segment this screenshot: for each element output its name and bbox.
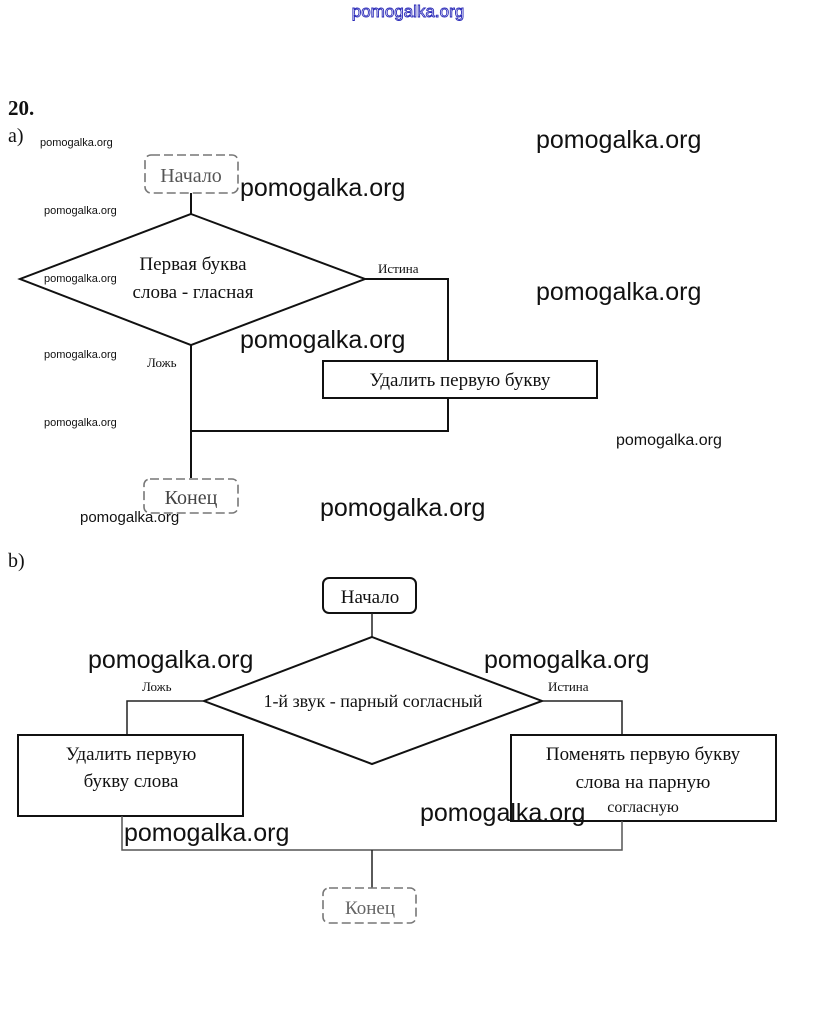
a-merge-connector	[191, 398, 449, 432]
watermark: pomogalka.org	[44, 205, 117, 217]
watermark: pomogalka.org	[420, 799, 585, 827]
header-watermark: pomogalka.org	[352, 2, 464, 21]
watermark: pomogalka.org	[80, 509, 179, 526]
b-false-connector	[126, 700, 204, 735]
watermark: pomogalka.org	[320, 494, 485, 522]
a-end-terminator	[143, 478, 239, 514]
b-start-terminator	[322, 577, 417, 614]
b-false-action-line1: Удалить первую	[66, 744, 197, 765]
a-end-label: Конец	[165, 487, 218, 509]
b-end-terminator	[322, 887, 417, 924]
a-start-terminator	[144, 154, 239, 194]
watermark: pomogalka.org	[484, 646, 649, 674]
b-true-label: Истина	[548, 679, 589, 694]
watermark: pomogalka.org	[88, 646, 253, 674]
watermark: pomogalka.org	[536, 126, 701, 154]
flowchart-b: Начало 1-й звук - парный согласный Ложь …	[17, 577, 777, 924]
a-false-label: Ложь	[147, 355, 177, 370]
watermark: pomogalka.org	[124, 819, 289, 847]
watermarks: pomogalka.org pomogalka.org pomogalka.or…	[40, 126, 722, 847]
flowchart-a: Начало Первая буква слова - гласная Исти…	[17, 154, 598, 514]
part-a-label: a)	[8, 125, 24, 147]
watermark: pomogalka.org	[616, 432, 722, 449]
watermark: pomogalka.org	[240, 326, 405, 354]
a-true-label: Истина	[378, 261, 419, 276]
a-start-label: Начало	[160, 165, 222, 187]
watermark: pomogalka.org	[44, 273, 117, 285]
b-true-connector	[542, 700, 623, 735]
b-condition-diamond	[201, 635, 545, 766]
b-condition-label: 1-й звук - парный согласный	[263, 691, 482, 711]
b-end-label: Конец	[345, 898, 395, 919]
watermark: pomogalka.org	[240, 174, 405, 202]
b-false-label: Ложь	[142, 679, 172, 694]
b-false-action-line2: букву слова	[84, 771, 179, 792]
a-action-label: Удалить первую букву	[370, 370, 551, 391]
a-true-connector	[365, 278, 449, 361]
b-true-action-line2: слова на парную	[576, 772, 711, 793]
problem-number: 20.	[8, 96, 34, 120]
b-false-action-box	[17, 734, 244, 817]
a-action-box	[322, 360, 598, 399]
a-condition-line2: слова - гласная	[133, 282, 254, 303]
b-start-label: Начало	[341, 587, 400, 608]
b-true-action-line1: Поменять первую букву	[546, 744, 741, 765]
a-condition-line1: Первая буква	[139, 254, 247, 275]
watermark: pomogalka.org	[44, 417, 117, 429]
b-true-action-line3: согласную	[607, 799, 679, 816]
part-b-label: b)	[8, 550, 25, 572]
b-true-action-box	[510, 734, 777, 822]
watermark: pomogalka.org	[44, 349, 117, 361]
watermark: pomogalka.org	[40, 137, 113, 149]
watermark: pomogalka.org	[536, 278, 701, 306]
